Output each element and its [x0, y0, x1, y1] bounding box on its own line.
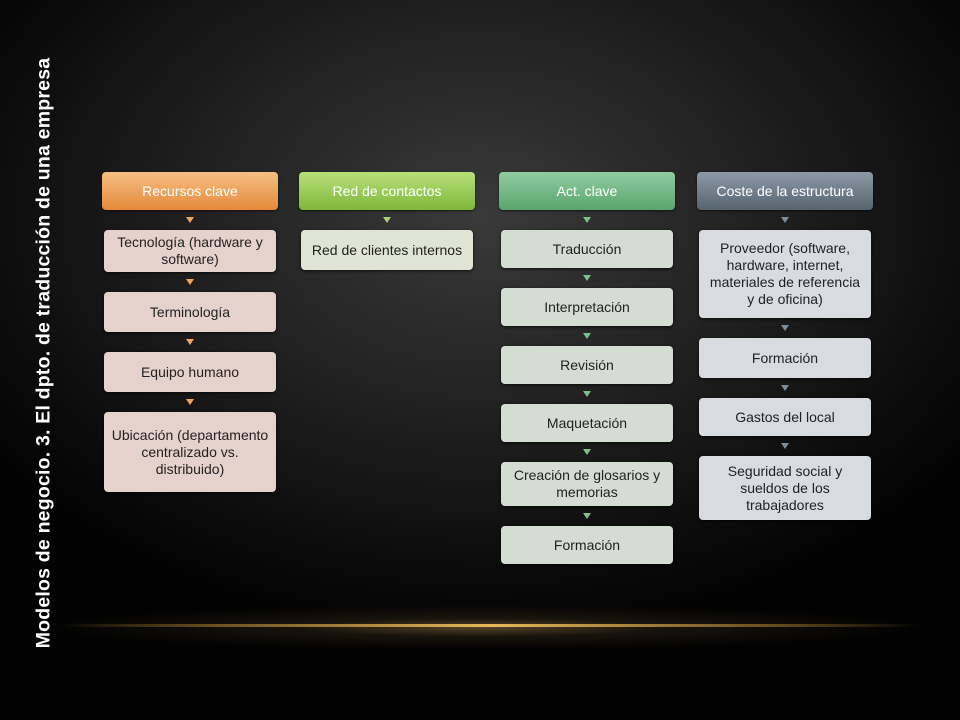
diagram-node: Traducción — [501, 230, 673, 268]
diagram-node: Ubicación (departamento centralizado vs.… — [104, 412, 276, 492]
diagram-node: Tecnología (hardware y software) — [104, 230, 276, 272]
column-header: Coste de la estructura — [697, 172, 873, 210]
connector-arrow — [102, 332, 278, 352]
decorative-divider-line — [60, 624, 920, 627]
connector-arrow — [499, 326, 675, 346]
diagram-node: Equipo humano — [104, 352, 276, 392]
diagram-node: Gastos del local — [699, 398, 871, 436]
column-act-clave: Act. clave Traducción Interpretación Rev… — [499, 172, 675, 564]
slide-title: Modelos de negocio. 3. El dpto. de tradu… — [32, 57, 55, 649]
column-header: Red de contactos — [299, 172, 475, 210]
diagram-node: Proveedor (software, hardware, internet,… — [699, 230, 871, 318]
diagram-node: Terminología — [104, 292, 276, 332]
connector-arrow — [299, 210, 475, 230]
slide-title-container: Modelos de negocio. 3. El dpto. de tradu… — [24, 57, 64, 649]
connector-arrow — [697, 210, 873, 230]
connector-arrow — [499, 442, 675, 462]
diagram-node: Seguridad social y sueldos de los trabaj… — [699, 456, 871, 520]
diagram-node: Interpretación — [501, 288, 673, 326]
diagram-node: Creación de glosarios y memorias — [501, 462, 673, 506]
column-coste-de-la-estructura: Coste de la estructura Proveedor (softwa… — [697, 172, 873, 520]
diagram-node: Red de clientes internos — [301, 230, 473, 270]
connector-arrow — [697, 436, 873, 456]
column-red-de-contactos: Red de contactos Red de clientes interno… — [299, 172, 475, 270]
column-header: Act. clave — [499, 172, 675, 210]
connector-arrow — [697, 378, 873, 398]
connector-arrow — [499, 268, 675, 288]
column-header: Recursos clave — [102, 172, 278, 210]
connector-arrow — [102, 392, 278, 412]
connector-arrow — [499, 506, 675, 526]
diagram-node: Maquetación — [501, 404, 673, 442]
connector-arrow — [102, 272, 278, 292]
diagram-node: Revisión — [501, 346, 673, 384]
connector-arrow — [499, 210, 675, 230]
column-recursos-clave: Recursos clave Tecnología (hardware y so… — [102, 172, 278, 492]
connector-arrow — [697, 318, 873, 338]
connector-arrow — [102, 210, 278, 230]
connector-arrow — [499, 384, 675, 404]
diagram-node: Formación — [699, 338, 871, 378]
diagram-node: Formación — [501, 526, 673, 564]
